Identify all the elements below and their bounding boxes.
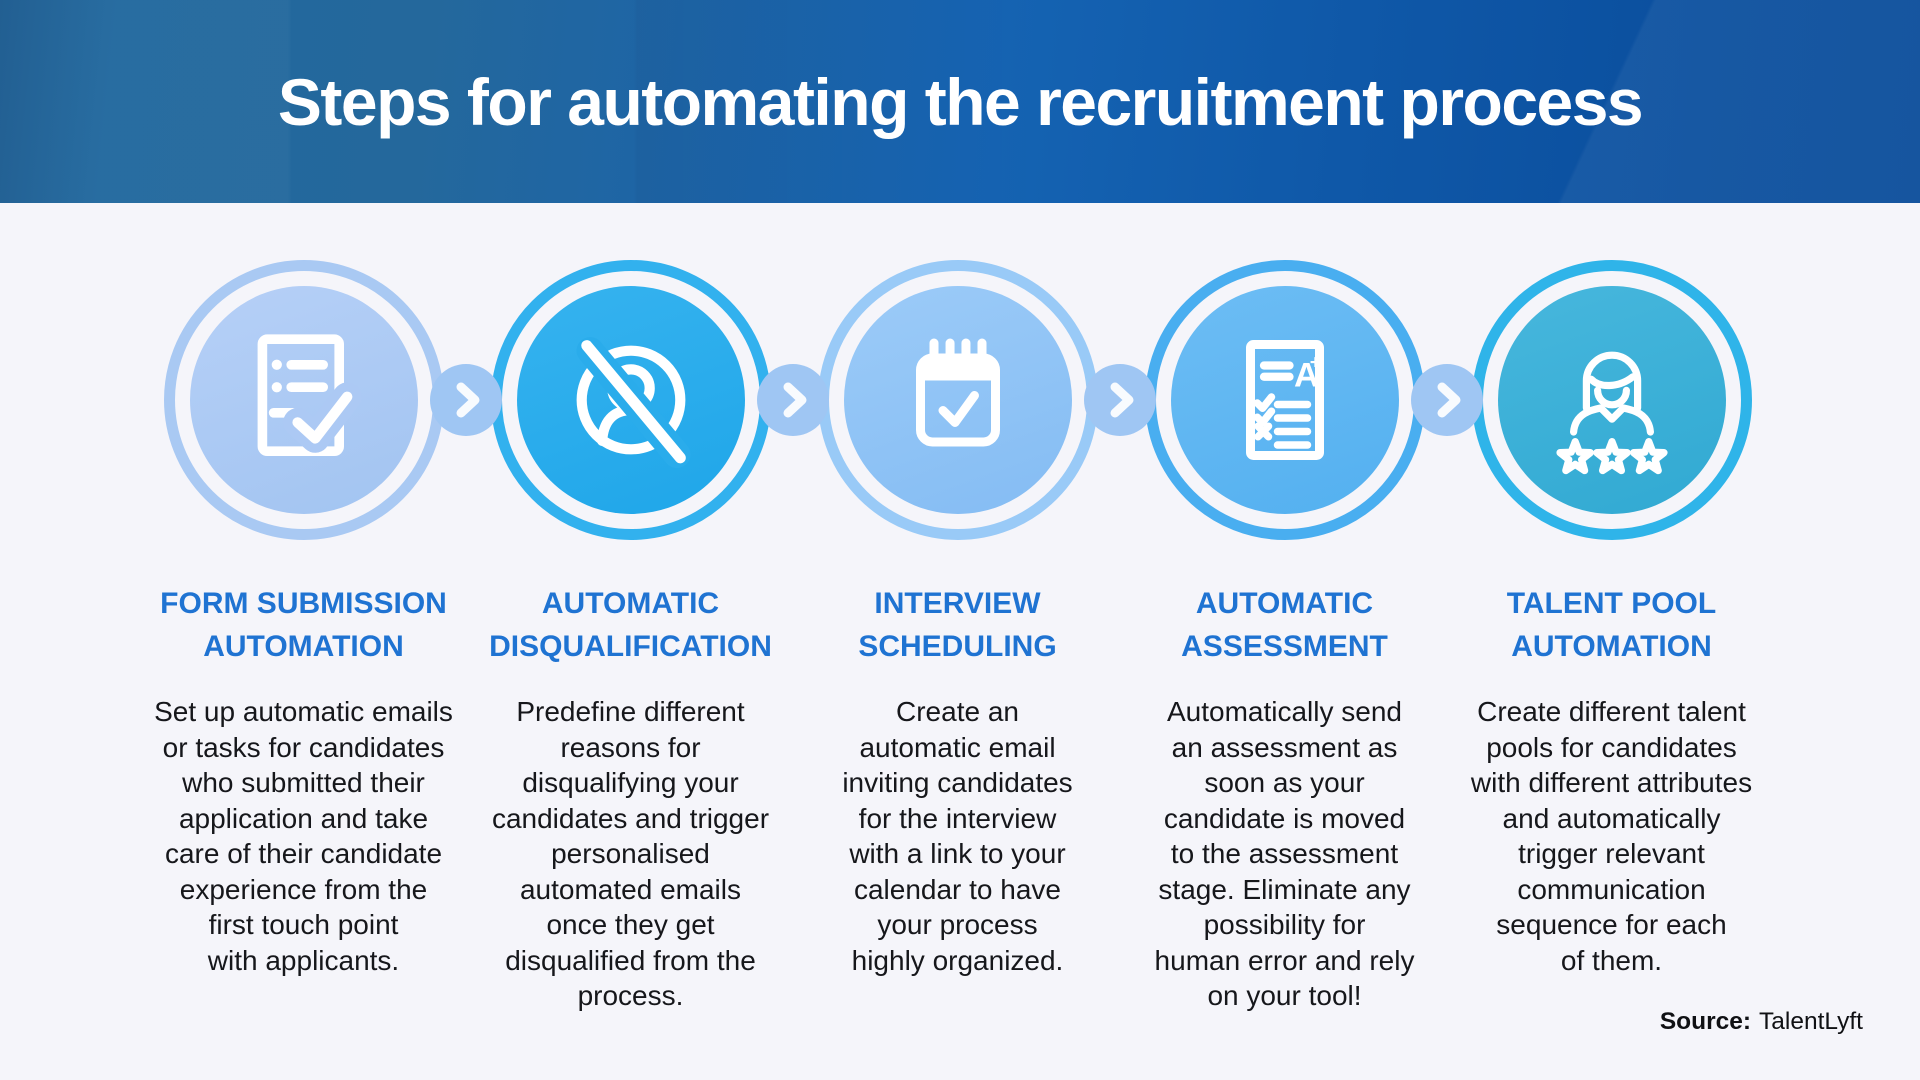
step-title: AUTOMATIC ASSESSMENT	[1181, 587, 1388, 663]
steps-row: FORM SUBMISSION AUTOMATION Set up automa…	[0, 260, 1920, 1014]
disqualified-person-icon	[546, 315, 716, 485]
chevron-right-icon	[1084, 364, 1156, 436]
step-title: AUTOMATIC DISQUALIFICATION	[489, 587, 772, 663]
step-form-submission: FORM SUBMISSION AUTOMATION Set up automa…	[140, 260, 467, 1014]
step-interview-scheduling: INTERVIEW SCHEDULING Create an automatic…	[794, 260, 1121, 1014]
form-checklist-icon	[224, 320, 384, 480]
assessment-sheet-icon: A +	[1210, 325, 1360, 475]
step-circle	[490, 260, 771, 540]
source-value: TalentLyft	[1759, 1008, 1863, 1035]
page-title: Steps for automating the recruitment pro…	[277, 64, 1644, 139]
step-automatic-assessment: A + AUTOMATIC ASSESSMENT Automatically s…	[1121, 260, 1448, 1014]
chevron-right-icon	[430, 364, 502, 436]
step-description: Set up automatic emails or tasks for can…	[154, 696, 453, 976]
chevron-right-icon	[757, 364, 829, 436]
step-description: Create different talent pools for candid…	[1470, 696, 1753, 976]
source-label: Source:	[1659, 1008, 1752, 1035]
talent-person-stars-icon	[1532, 320, 1692, 480]
step-description: Create an automatic email inviting candi…	[842, 696, 1073, 976]
step-circle	[817, 260, 1098, 540]
step-automatic-disqualification: AUTOMATIC DISQUALIFICATION Predefine dif…	[467, 260, 794, 1014]
chevron-right-icon	[1411, 364, 1483, 436]
step-description: Predefine different reasons for disquali…	[491, 696, 770, 1011]
header-banner: Steps for automating the recruitment pro…	[0, 0, 1920, 203]
step-circle	[1471, 260, 1752, 540]
step-circle: A +	[1144, 260, 1425, 540]
step-title: TALENT POOL AUTOMATION	[1506, 587, 1717, 663]
step-talent-pool-automation: TALENT POOL AUTOMATION Create different …	[1448, 260, 1775, 1014]
svg-text:+: +	[1309, 352, 1320, 374]
calendar-check-icon	[883, 325, 1033, 475]
source-attribution: Source: TalentLyft	[1660, 1008, 1863, 1036]
step-title: FORM SUBMISSION AUTOMATION	[160, 587, 447, 663]
svg-text:A: A	[1294, 357, 1319, 395]
step-title: INTERVIEW SCHEDULING	[858, 587, 1057, 663]
step-description: Automatically send an assessment as soon…	[1154, 696, 1415, 1011]
step-circle	[163, 260, 444, 540]
